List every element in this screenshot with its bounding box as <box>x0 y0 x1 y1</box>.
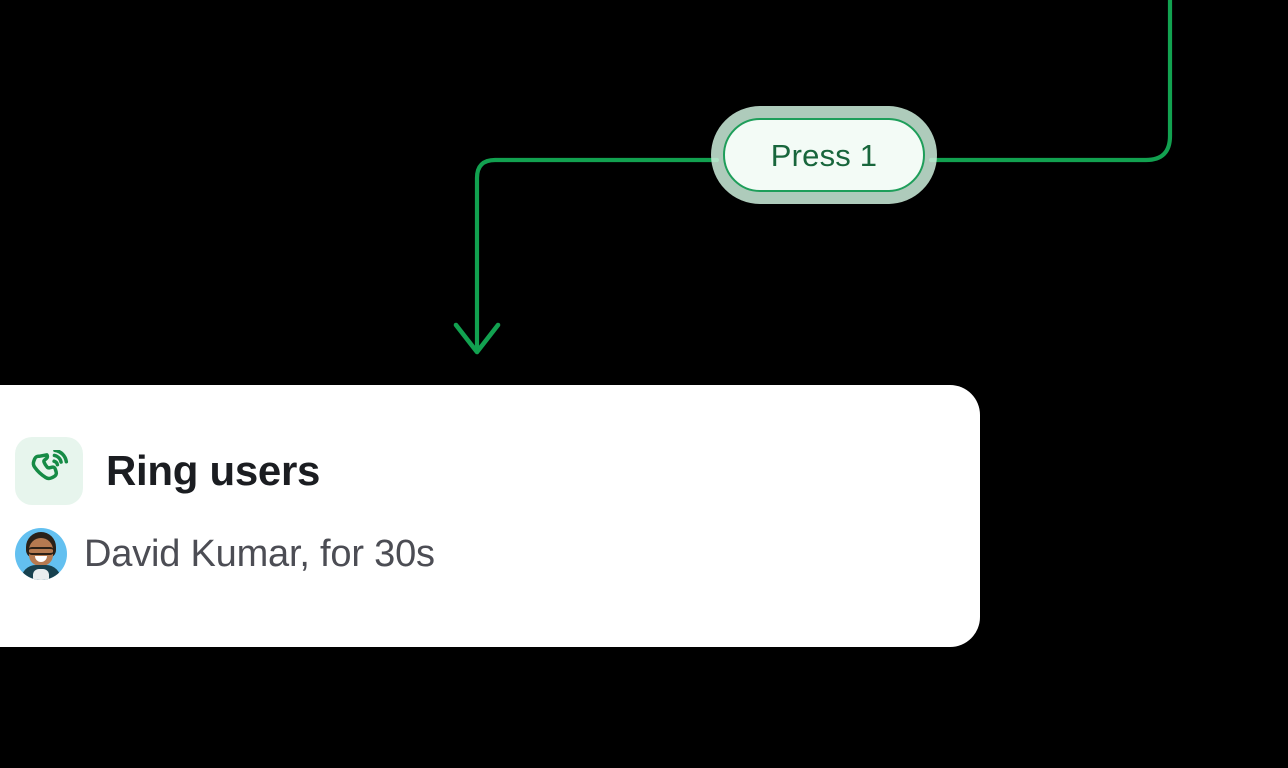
action-card-subtitle: David Kumar, for 30s <box>84 533 435 575</box>
branch-badge-press-1[interactable]: Press 1 <box>711 106 937 204</box>
avatar <box>15 528 67 580</box>
arrow-down-icon <box>453 322 501 355</box>
branch-badge-label: Press 1 <box>770 137 878 173</box>
connector-incoming-path <box>928 0 1173 163</box>
action-card-ring-users[interactable]: Ring users David Kumar, for 30s <box>0 385 980 647</box>
action-card-detail: David Kumar, for 30s <box>15 528 980 580</box>
avatar-glasses-icon <box>28 547 54 555</box>
avatar-collar <box>33 569 49 580</box>
action-card-header: Ring users <box>15 435 980 507</box>
action-card-title: Ring users <box>106 447 321 494</box>
avatar-smile <box>35 556 47 562</box>
connector-outgoing-path <box>474 157 720 351</box>
phone-ring-icon <box>15 437 83 505</box>
branch-badge-pill[interactable]: Press 1 <box>723 118 925 192</box>
